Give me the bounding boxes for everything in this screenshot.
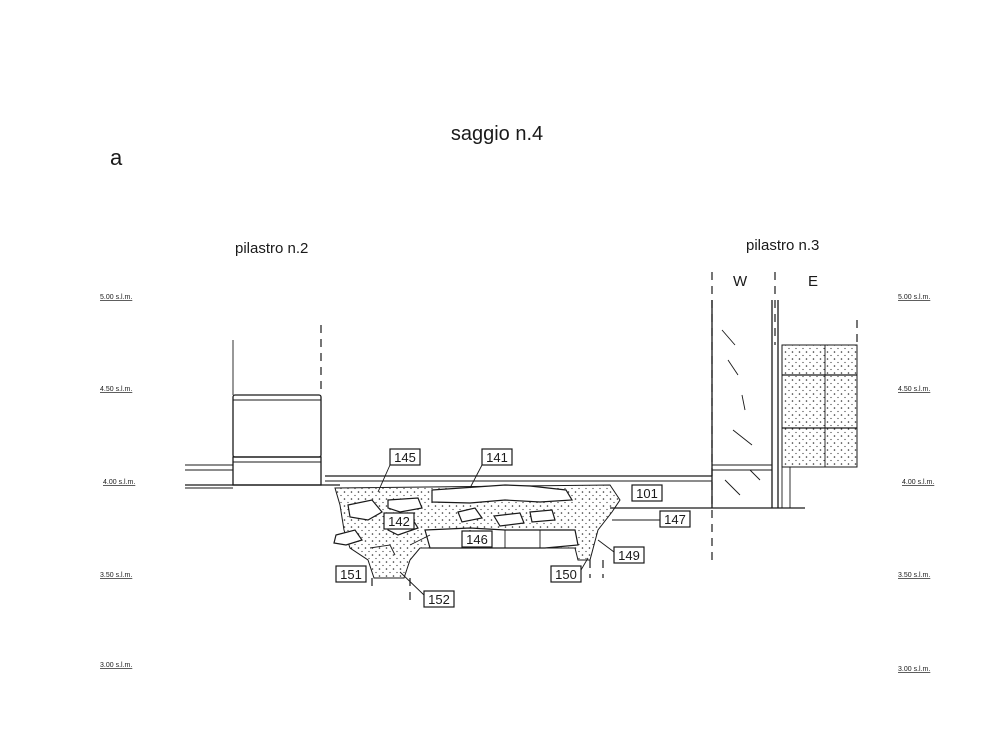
east-label: E	[808, 273, 818, 290]
level-right-350: 3.50 s.l.m.	[898, 572, 930, 579]
right-pillar-label: pilastro n.3	[746, 237, 819, 254]
svg-text:149: 149	[618, 548, 640, 563]
level-right-500: 5.00 s.l.m.	[898, 294, 930, 301]
svg-text:146: 146	[466, 532, 488, 547]
level-left-350: 3.50 s.l.m.	[100, 572, 132, 579]
us-145: 145	[377, 448, 421, 493]
us-149: 149	[597, 539, 645, 564]
level-left-400: 4.00 s.l.m.	[103, 479, 135, 486]
level-right-300: 3.00 s.l.m.	[898, 666, 930, 673]
svg-text:141: 141	[486, 450, 508, 465]
us-142: 142	[383, 512, 415, 530]
level-left-300: 3.00 s.l.m.	[100, 662, 132, 669]
us-147: 147	[612, 510, 691, 528]
svg-text:151: 151	[340, 567, 362, 582]
svg-text:101: 101	[636, 486, 658, 501]
floor-surface	[185, 464, 805, 509]
svg-text:152: 152	[428, 592, 450, 607]
svg-text:150: 150	[555, 567, 577, 582]
level-left-450: 4.50 s.l.m.	[100, 386, 132, 393]
west-label: W	[733, 273, 748, 290]
left-pillar-label: pilastro n.2	[235, 240, 308, 257]
svg-text:142: 142	[388, 514, 410, 529]
us-150: 150	[550, 557, 589, 583]
us-141: 141	[469, 448, 513, 489]
svg-text:147: 147	[664, 512, 686, 527]
us-101: 101	[631, 484, 663, 502]
us-152: 152	[399, 571, 455, 608]
svg-text:145: 145	[394, 450, 416, 465]
figure-title: saggio n.4	[451, 123, 543, 145]
us-151: 151	[335, 565, 367, 583]
right-pillar	[711, 272, 858, 560]
left-pillar	[232, 325, 322, 486]
level-left-500: 5.00 s.l.m.	[100, 294, 132, 301]
level-right-400: 4.00 s.l.m.	[902, 479, 934, 486]
level-right-450: 4.50 s.l.m.	[898, 386, 930, 393]
panel-label: a	[110, 145, 123, 170]
us-146: 146	[461, 530, 493, 548]
